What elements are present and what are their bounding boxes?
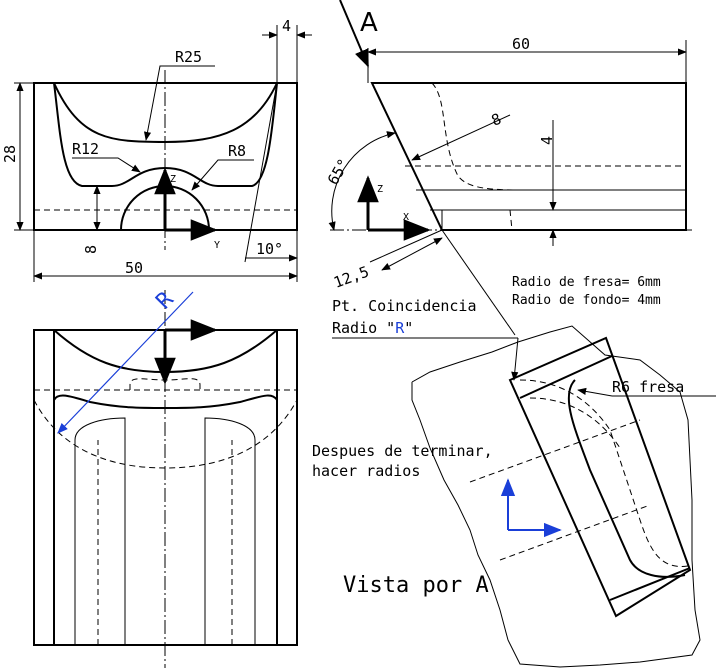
- note-radio-fresa: Radio de fresa= 6mm: [512, 275, 661, 290]
- r25-leader: [143, 65, 215, 141]
- dim-50: 50: [125, 259, 143, 277]
- dim-4-side: 4: [538, 136, 556, 145]
- notes: Radio de fresa= 6mm Radio de fondo= 4mm …: [312, 275, 716, 598]
- side-z-label: Z: [377, 184, 383, 195]
- dim-12-5: 12,5: [331, 262, 371, 291]
- r12-leader: [72, 157, 141, 173]
- dim-4: 4: [282, 17, 291, 35]
- angle-10: 10°: [256, 240, 283, 258]
- dim-60: 60: [512, 35, 530, 53]
- detail-break-outline: [411, 325, 701, 668]
- angle-65: 65°: [324, 156, 353, 188]
- note-despues-1: Despues de terminar,: [312, 442, 493, 460]
- detail-view: [411, 325, 701, 668]
- view-letter-a: A: [360, 8, 378, 38]
- dim-8-side-line: [411, 114, 511, 161]
- angle-65-arc: [328, 131, 396, 231]
- note-pt-coincidencia: Pt. Coincidencia: [332, 297, 477, 315]
- vista-por-a: Vista por A: [343, 573, 489, 598]
- note-despues-2: hacer radios: [312, 462, 420, 480]
- view-a-arrow: [339, 0, 369, 68]
- r-radius-line: [57, 291, 194, 434]
- side-x-label: X: [403, 212, 409, 223]
- dim-28: 28: [1, 145, 19, 163]
- r25-arc: [53, 82, 278, 144]
- r8-label: R8: [228, 142, 246, 160]
- detail-body: [508, 336, 692, 618]
- r25-label: R25: [175, 48, 202, 66]
- side-view: A Z X 60 8 4 65° 12,5: [324, 0, 692, 336]
- r12-label: R12: [72, 140, 99, 158]
- note-r6-fresa: R6 fresa: [612, 378, 684, 396]
- y-axis-label: Y: [214, 240, 220, 251]
- note-radio-r: Radio "R": [332, 319, 413, 337]
- top-view: R: [33, 287, 298, 668]
- front-view: Z Y 28 50 8 4 R25 R12 R8 10°: [1, 17, 312, 282]
- dim-8-side: 8: [489, 110, 504, 130]
- note-radio-fondo: Radio de fondo= 4mm: [512, 293, 661, 308]
- z-axis-label: Z: [170, 174, 176, 185]
- dim-8: 8: [82, 245, 100, 254]
- dim-12-5-line: [381, 237, 443, 271]
- r8-leader: [191, 159, 254, 191]
- detail-r6-edge: [567, 379, 686, 578]
